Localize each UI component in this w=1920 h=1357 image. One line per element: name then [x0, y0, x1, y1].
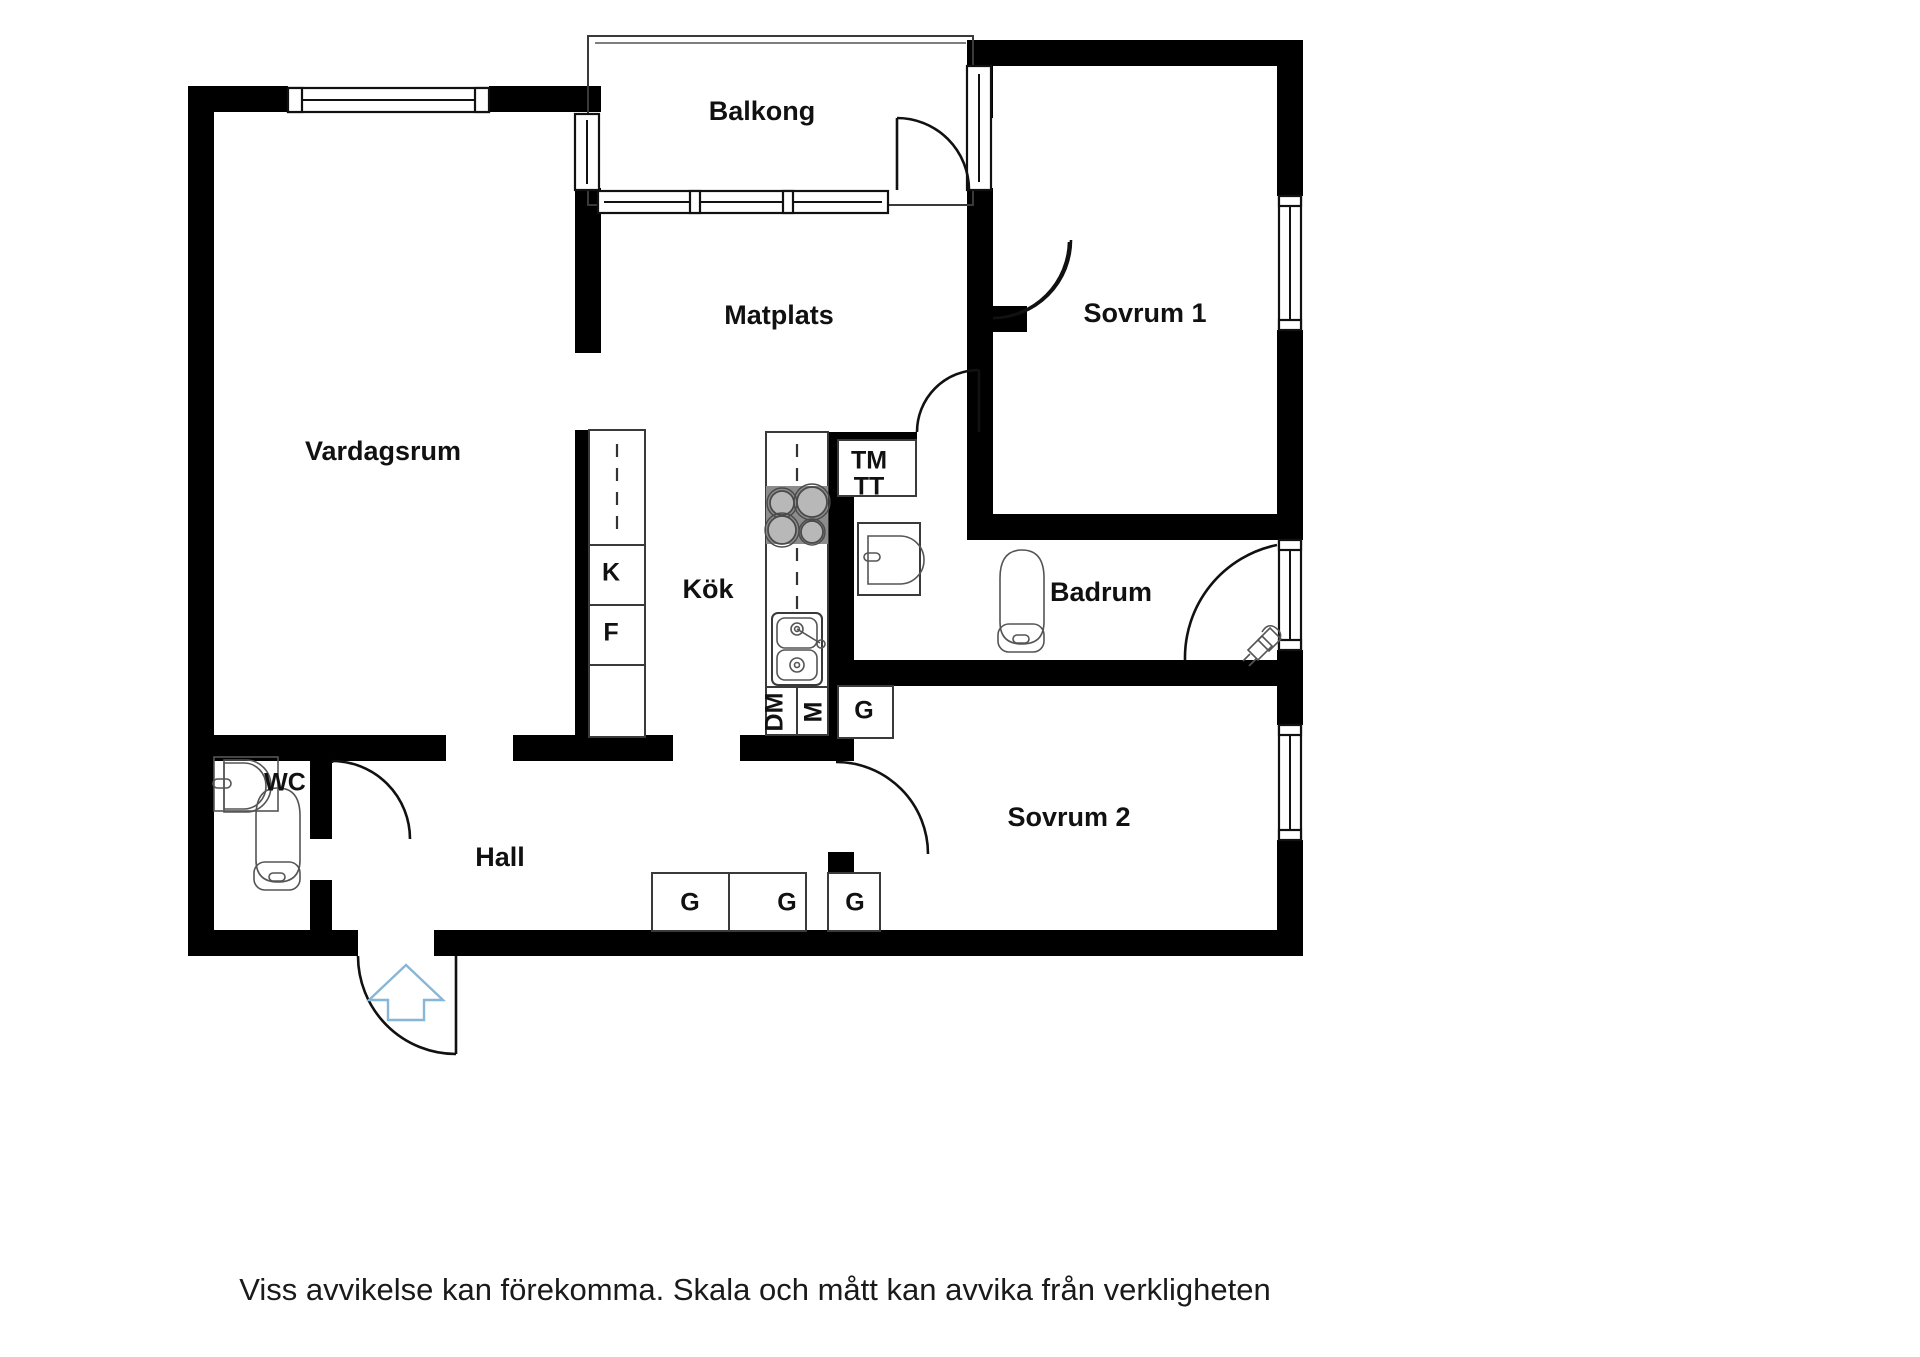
wall-badrum-bottom — [828, 660, 1303, 686]
fixture-label-garderob-3: G — [777, 889, 796, 917]
laundry-niche — [837, 439, 917, 497]
door-swing-icon-entrance — [356, 955, 457, 1056]
freezer-cabinet — [588, 604, 646, 666]
wall-top-mid — [489, 86, 589, 112]
wall-right-exterior-mid — [1277, 330, 1303, 540]
wc-fixtures — [212, 756, 301, 891]
window-icon-sovrum2 — [1277, 723, 1303, 842]
room-label-vardagsrum: Vardagsrum — [305, 436, 461, 466]
window-icon-sovrum1 — [1277, 194, 1303, 332]
room-label-badrum: Badrum — [1050, 577, 1152, 607]
window-icon-balcony-door-left — [573, 112, 601, 192]
room-label-sovrum1: Sovrum 1 — [1083, 298, 1206, 328]
washbasin-icon-wc — [212, 756, 279, 813]
fixture-label-garderob-2: G — [680, 889, 699, 917]
wall-sovrum1-bottom — [967, 514, 1303, 540]
door-swing-icon-wc — [331, 759, 412, 840]
room-label-kok: Kök — [682, 574, 734, 604]
sink-icon — [771, 612, 826, 686]
wall-wc-right-upper — [310, 761, 332, 839]
closets-group — [651, 685, 894, 932]
shower-icon-badrum — [1242, 624, 1283, 667]
window-icon-badrum — [1277, 538, 1303, 652]
fixture-label-garderob-1: G — [854, 697, 873, 725]
wall-kok-partition — [575, 430, 589, 740]
fixture-label-garderob-4: G — [845, 889, 864, 917]
fridge-cabinet — [588, 544, 646, 606]
wall-bottom-right — [434, 930, 1303, 956]
dishwasher-cell — [765, 686, 798, 736]
disclaimer-caption: Viss avvikelse kan förekomma. Skala och … — [239, 1272, 1271, 1307]
door-swing-icon-sovrum1-lower — [915, 368, 980, 433]
window-icon-livingroom — [286, 86, 491, 114]
door-swing-icon-badrum — [1183, 543, 1278, 661]
wall-sovrum1-left-lower — [967, 188, 993, 318]
entry-arrow-icon — [365, 963, 447, 1022]
room-label-matplats: Matplats — [724, 300, 834, 330]
room-label-wc: WC — [264, 769, 306, 797]
wall-badrum-left — [828, 540, 854, 670]
closet-g-kitchen — [837, 685, 894, 739]
badrum-fixtures — [997, 549, 1283, 667]
fixture-label-frys: F — [603, 619, 618, 647]
kitchen-fixtures — [588, 429, 925, 738]
room-label-sovrum2: Sovrum 2 — [1007, 802, 1130, 832]
closet-g-hall-3 — [827, 872, 881, 932]
wall-bottom-left — [188, 930, 358, 956]
door-swing-icon-sovrum2 — [835, 760, 930, 855]
wall-wc-right-lower — [310, 880, 332, 956]
window-icon-balcony-door-right — [965, 64, 993, 192]
fixture-label-kyl: K — [602, 559, 620, 587]
toilet-icon-badrum — [997, 549, 1045, 653]
fixture-label-mikro: M — [800, 702, 828, 723]
fixture-labels-group: K F TM TT DM M G G G G — [602, 447, 887, 917]
wall-matplats-left-upper — [575, 188, 601, 353]
washbasin-icon-kitchen-niche — [857, 522, 925, 596]
walls-group — [188, 40, 1303, 956]
doors-group — [330, 116, 1278, 1056]
micro-cell — [796, 686, 829, 736]
wall-top-sovrum1 — [967, 40, 1303, 66]
stove-icon — [764, 483, 831, 548]
cabinet-column-low — [588, 664, 646, 738]
closet-g-hall-2 — [728, 872, 807, 932]
fixture-label-tvattmaskin: TM — [851, 447, 887, 475]
fixture-label-torktumlare: TT — [854, 473, 885, 501]
window-icon-balcony-glazing — [596, 189, 890, 215]
wall-sovrum1-lower-left — [967, 430, 993, 526]
room-labels-group: Balkong Sovrum 1 Matplats Vardagsrum Kök… — [264, 96, 1206, 872]
room-label-hall: Hall — [475, 842, 525, 872]
door-swing-icon-balcony-sovrum1 — [896, 116, 971, 191]
fixture-label-diskmaskin: DM — [761, 693, 789, 732]
room-label-balkong: Balkong — [709, 96, 816, 126]
wall-hall-top-a — [513, 735, 673, 761]
wall-right-exterior-bottom — [1277, 840, 1303, 956]
wall-left-exterior — [188, 86, 214, 956]
toilet-icon-wc — [253, 787, 301, 891]
windows-group — [286, 64, 1303, 842]
